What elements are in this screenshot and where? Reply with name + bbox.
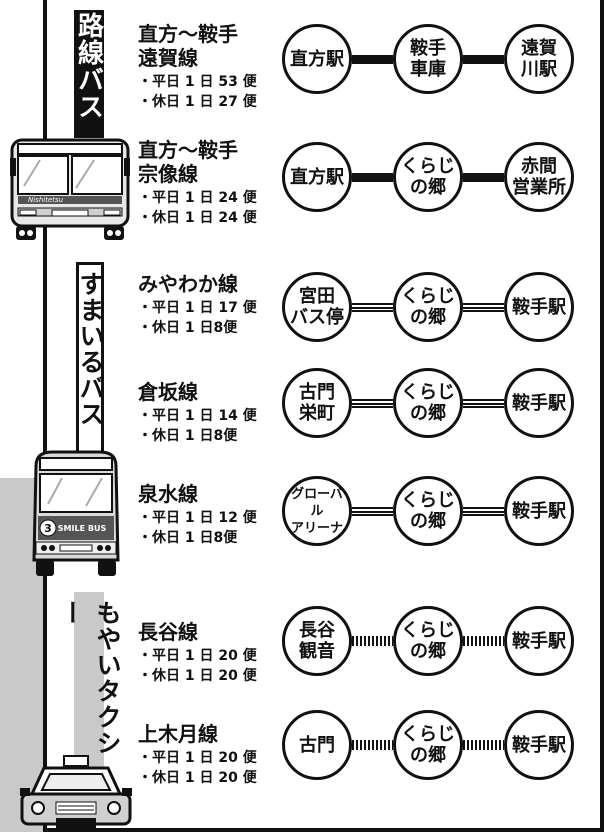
route-info: みやわか線平日 1 日 17 便休日 1 日8便: [138, 272, 257, 338]
route-connector: [352, 303, 393, 312]
route-name: 長谷線: [138, 620, 198, 644]
route-station-diagram: 長谷 観音くらじ の郷鞍手駅: [280, 606, 580, 680]
weekday-frequency: 平日 1 日 14 便: [138, 406, 257, 426]
station-circle: 古門: [282, 710, 352, 780]
route-connector: [352, 636, 393, 646]
route-connector: [463, 399, 504, 408]
station-circle: 鞍手駅: [504, 368, 574, 438]
bottom-border: [43, 828, 604, 832]
station-circle: 鞍手駅: [504, 710, 574, 780]
section-label-rosen-bus: 路線バス: [74, 10, 104, 138]
route-name: 直方～鞍手 宗像線: [138, 138, 238, 186]
holiday-frequency: 休日 1 日 27 便: [138, 92, 257, 112]
route-frequency: 平日 1 日 17 便休日 1 日8便: [138, 298, 257, 338]
route-frequency: 平日 1 日 14 便休日 1 日8便: [138, 406, 257, 446]
weekday-frequency: 平日 1 日 17 便: [138, 298, 257, 318]
bus-brand-text: Nishitetsu: [28, 196, 64, 204]
route-connector: [352, 173, 393, 182]
route-connector: [463, 55, 504, 64]
station-circle: 鞍手駅: [504, 272, 574, 342]
station-circle: 鞍手 車庫: [393, 24, 463, 94]
holiday-frequency: 休日 1 日8便: [138, 318, 257, 338]
route-connector: [463, 303, 504, 312]
right-border: [600, 0, 604, 832]
route-name: 倉坂線: [138, 380, 198, 404]
route-station-diagram: 直方駅鞍手 車庫遠賀 川駅: [280, 24, 580, 98]
station-circle: 赤間 営業所: [504, 142, 574, 212]
station-circle: 鞍手駅: [504, 606, 574, 676]
holiday-frequency: 休日 1 日 20 便: [138, 768, 257, 788]
station-circle: 宮田 バス停: [282, 272, 352, 342]
station-circle: 古門 栄町: [282, 368, 352, 438]
route-station-diagram: 古門くらじ の郷鞍手駅: [280, 710, 580, 784]
station-circle: 長谷 観音: [282, 606, 352, 676]
station-circle: 直方駅: [282, 24, 352, 94]
smile-bus-brand-text: SMILE BUS: [58, 524, 107, 533]
route-station-diagram: 直方駅くらじ の郷赤間 営業所: [280, 142, 580, 216]
station-circle: くらじ の郷: [393, 476, 463, 546]
route-name: 直方～鞍手 遠賀線: [138, 22, 238, 70]
route-name: みやわか線: [138, 272, 238, 296]
route-station-diagram: 宮田 バス停くらじ の郷鞍手駅: [280, 272, 580, 346]
holiday-frequency: 休日 1 日 24 便: [138, 208, 257, 228]
route-frequency: 平日 1 日 24 便休日 1 日 24 便: [138, 188, 257, 228]
station-circle: くらじ の郷: [393, 710, 463, 780]
holiday-frequency: 休日 1 日8便: [138, 426, 257, 446]
weekday-frequency: 平日 1 日 12 便: [138, 508, 257, 528]
route-connector: [352, 740, 393, 750]
weekday-frequency: 平日 1 日 20 便: [138, 646, 257, 666]
station-circle: 直方駅: [282, 142, 352, 212]
weekday-frequency: 平日 1 日 53 便: [138, 72, 257, 92]
route-info: 泉水線平日 1 日 12 便休日 1 日8便: [138, 482, 257, 548]
station-circle: くらじ の郷: [393, 606, 463, 676]
holiday-frequency: 休日 1 日8便: [138, 528, 257, 548]
station-circle: 鞍手駅: [504, 476, 574, 546]
route-frequency: 平日 1 日 53 便休日 1 日 27 便: [138, 72, 257, 112]
route-connector: [352, 55, 393, 64]
route-info: 上木月線平日 1 日 20 便休日 1 日 20 便: [138, 722, 257, 788]
station-circle: くらじ の郷: [393, 368, 463, 438]
route-info: 直方～鞍手 遠賀線平日 1 日 53 便休日 1 日 27 便: [138, 22, 257, 112]
section-label-moyai-taxi: もやいタクシー: [57, 592, 122, 774]
route-connector: [463, 740, 504, 750]
route-frequency: 平日 1 日 20 便休日 1 日 20 便: [138, 646, 257, 686]
route-connector: [463, 173, 504, 182]
weekday-frequency: 平日 1 日 20 便: [138, 748, 257, 768]
taxi-icon: [20, 755, 132, 828]
route-connector: [352, 507, 393, 516]
route-frequency: 平日 1 日 12 便休日 1 日8便: [138, 508, 257, 548]
route-name: 上木月線: [138, 722, 218, 746]
station-circle: グローバル アリーナ: [282, 476, 352, 546]
station-circle: 遠賀 川駅: [504, 24, 574, 94]
route-info: 長谷線平日 1 日 20 便休日 1 日 20 便: [138, 620, 257, 686]
route-connector: [463, 507, 504, 516]
smile-bus-number: 3: [44, 522, 52, 535]
smile-bus-icon: 3 SMILE BUS: [32, 450, 120, 576]
route-station-diagram: グローバル アリーナくらじ の郷鞍手駅: [280, 476, 580, 550]
weekday-frequency: 平日 1 日 24 便: [138, 188, 257, 208]
route-connector: [352, 399, 393, 408]
route-info: 倉坂線平日 1 日 14 便休日 1 日8便: [138, 380, 257, 446]
holiday-frequency: 休日 1 日 20 便: [138, 666, 257, 686]
station-circle: くらじ の郷: [393, 142, 463, 212]
route-frequency: 平日 1 日 20 便休日 1 日 20 便: [138, 748, 257, 788]
route-info: 直方～鞍手 宗像線平日 1 日 24 便休日 1 日 24 便: [138, 138, 257, 228]
route-station-diagram: 古門 栄町くらじ の郷鞍手駅: [280, 368, 580, 442]
station-circle: くらじ の郷: [393, 272, 463, 342]
route-name: 泉水線: [138, 482, 198, 506]
route-bus-icon: Nishitetsu: [10, 138, 130, 240]
left-rail-line: [43, 0, 47, 832]
route-connector: [463, 636, 504, 646]
section-label-smile-bus: すまいるバス: [76, 262, 105, 458]
